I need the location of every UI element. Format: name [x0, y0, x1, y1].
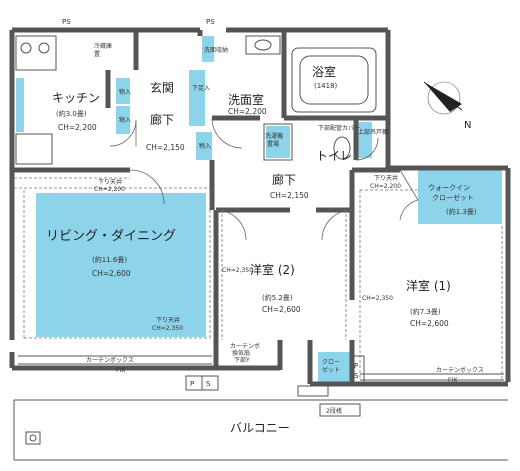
compass-icon: N: [423, 81, 471, 131]
doors: [109, 117, 419, 241]
wic-floor: [418, 170, 502, 224]
western2-area: (約5.2畳): [262, 293, 293, 302]
storage-mono-2: [116, 106, 130, 134]
ps-top-left: PS: [62, 18, 71, 26]
western2-name: 洋室 (2): [250, 262, 295, 277]
western1-name: 洋室 (1): [406, 278, 451, 293]
fix-left: FIX: [116, 367, 125, 374]
kitchen-area: (約3.0畳): [56, 109, 87, 118]
wic-area: (約1.3畳): [446, 207, 477, 216]
washroom-name: 洗面室: [228, 92, 264, 107]
living-name: リビング・ダイニング: [46, 229, 176, 244]
living-bottom-drop: 下り天井: [156, 316, 180, 324]
toilet-name: トイレ: [316, 149, 352, 163]
step-label: 2段桟: [326, 407, 342, 415]
ps-bottom-p: P: [190, 380, 194, 388]
kitchen-drop-ch: CH=2,200: [94, 186, 125, 193]
living-bottom-ch: CH=2,350: [152, 325, 183, 332]
shoes-label-1: 下足入: [192, 85, 210, 92]
storage-mono-3: [196, 132, 212, 160]
hall2-name: 廊下: [272, 172, 296, 187]
toilet-note: 下部配管カバー: [318, 124, 360, 132]
ps-mid-p: P: [354, 362, 358, 370]
w1-drop-label: 下り天井: [374, 174, 398, 182]
w1-left-ch: CH=2,350: [362, 295, 393, 302]
fixtures: [13, 35, 508, 461]
w1-drop-ch: CH=2,200: [370, 183, 401, 190]
fridge-label-1: 冷蔵庫: [94, 42, 112, 50]
living-floor: [36, 193, 206, 337]
ps-mid-s: S: [354, 372, 359, 380]
closet-top-label: 洗面収納: [204, 46, 228, 54]
storage-mono-1: [116, 78, 130, 104]
storage-mono-3-label: 物入: [199, 142, 211, 150]
wic-name-1: ウォークイン: [428, 184, 470, 192]
living-ch: CH=2,600: [92, 269, 131, 278]
kitchen-ch: CH=2,200: [58, 123, 97, 132]
toilet-upper-label: 上部吊戸棚: [358, 128, 388, 136]
ps-bottom-s: S: [206, 380, 211, 388]
western1-ch: CH=2,600: [410, 319, 449, 328]
labels: PS PS 冷蔵庫 置 キッチン (約3.0畳) CH=2,200 物入 物入 …: [46, 18, 484, 435]
tenbo-3: 下部Y: [234, 356, 250, 364]
bath-size: (1418): [314, 82, 338, 90]
curtain-left: カーテンボックス: [86, 356, 134, 364]
ps-top-mid: PS: [206, 18, 215, 26]
closet-small-2: ゼット: [322, 366, 340, 374]
washroom-ch: CH=2,200: [228, 107, 267, 116]
balcony-name: バルコニー: [230, 421, 290, 435]
fridge-label-2: 置: [94, 51, 100, 58]
entrance-name: 玄関: [150, 80, 174, 95]
shoe-cabinet-1: [189, 70, 205, 126]
laundry-label-2: 置場: [267, 140, 279, 148]
tenbo-1: カーテンボ: [230, 342, 260, 350]
walls: [9, 27, 511, 387]
bath-name: 浴室: [312, 64, 336, 79]
wash-storage: [202, 36, 214, 62]
closet-small-1: クロー: [322, 359, 340, 366]
kitchen-drop-label: 下り天井: [98, 178, 122, 186]
storage-mono-1-label: 物入: [119, 88, 131, 96]
closet-small: [318, 352, 350, 384]
w2-left-ch: CH=2,350: [222, 267, 253, 274]
laundry-label-1: 洗濯機: [265, 132, 283, 140]
storage-mono-2-label: 物入: [119, 116, 131, 124]
fix-right: FIX: [448, 377, 457, 384]
hall1-ch: CH=2,150: [146, 143, 185, 152]
storage-blocks: [16, 36, 502, 384]
hall1-name: 廊下: [150, 112, 174, 127]
kitchen-name: キッチン: [52, 91, 100, 105]
compass-north-label: N: [464, 120, 471, 131]
hall2-ch: CH=2,150: [270, 191, 309, 200]
living-area: (約11.6畳): [92, 255, 127, 264]
curtain-right: カーテンボックス: [436, 366, 484, 374]
western2-ch: CH=2,600: [262, 305, 301, 314]
laundry-block: [266, 126, 290, 158]
wic-name-2: クローゼット: [432, 193, 474, 202]
tenbo-2: 換気扇: [232, 349, 250, 357]
kitchen-upper-cabinet: [16, 78, 24, 132]
toilet-upper: [358, 122, 372, 158]
western1-area: (約7.3畳): [410, 307, 441, 316]
